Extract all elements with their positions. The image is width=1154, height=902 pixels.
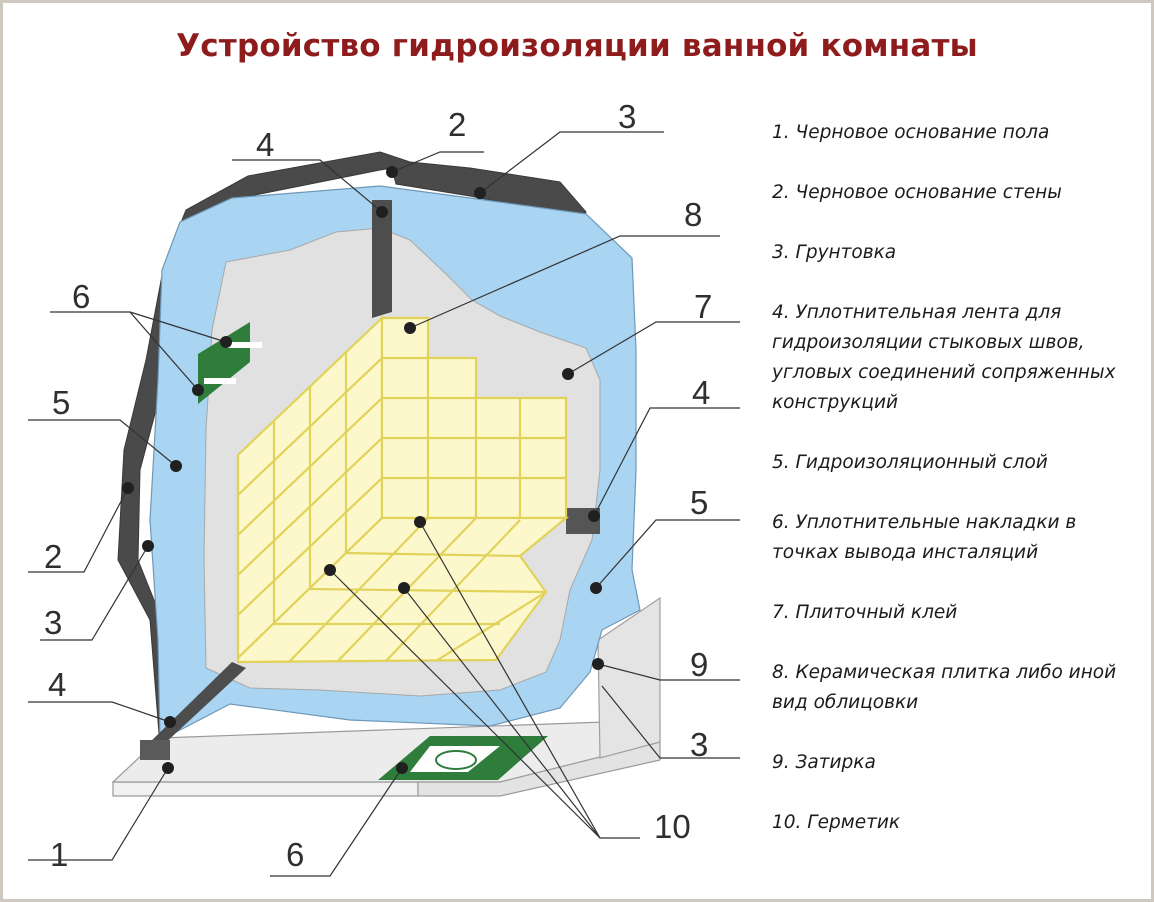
legend-item: 8. Керамическая плитка либо иной вид обл… xyxy=(772,662,1117,713)
callout-dots xyxy=(122,166,604,774)
sealing-pads xyxy=(198,322,548,780)
callout-2-left: 2 xyxy=(44,538,62,575)
floor-base-slab xyxy=(111,596,661,797)
callout-4-top: 4 xyxy=(256,126,274,163)
legend-item: 9. Затирка xyxy=(772,752,876,773)
callout-5-right: 5 xyxy=(690,484,708,521)
callout-3-top: 3 xyxy=(618,98,636,135)
legend-item: 5. Гидроизоляционный слой xyxy=(772,452,1048,473)
legend-item: 3. Грунтовка xyxy=(772,242,897,263)
callout-3-left: 3 xyxy=(44,604,62,641)
callout-4-right: 4 xyxy=(692,374,710,411)
callout-numbers: 4 2 3 8 6 7 5 4 5 2 3 9 4 3 10 1 6 xyxy=(44,98,712,873)
callout-6-left: 6 xyxy=(72,278,90,315)
callout-8: 8 xyxy=(684,196,702,233)
callout-9: 9 xyxy=(690,646,708,683)
callout-5-left: 5 xyxy=(52,384,70,421)
legend-list: 1. Черновое основание пола 2. Черновое о… xyxy=(772,118,1144,868)
callout-4-bottom: 4 xyxy=(48,666,66,703)
callout-2-top: 2 xyxy=(448,106,466,143)
callout-7: 7 xyxy=(694,288,712,325)
legend-item: 6. Уплотнительные накладки в точках выво… xyxy=(772,512,1077,563)
legend-item: 10. Герметик xyxy=(772,812,901,833)
legend-item: 1. Черновое основание пола xyxy=(772,122,1050,143)
callout-10: 10 xyxy=(654,808,691,845)
legend-item: 7. Плиточный клей xyxy=(772,602,958,623)
callout-6-bottom: 6 xyxy=(286,836,304,873)
callout-1: 1 xyxy=(50,836,68,873)
legend-item: 2. Черновое основание стены xyxy=(772,182,1062,203)
figure-title: Устройство гидроизоляции ванной комнаты xyxy=(176,28,978,64)
legend-item: 4. Уплотнительная лента для гидроизоляци… xyxy=(772,302,1116,413)
left-tile-wall xyxy=(236,315,384,661)
callout-3-bottom: 3 xyxy=(690,726,708,763)
leader-lines xyxy=(28,131,740,877)
back-tile-wall xyxy=(380,316,568,520)
